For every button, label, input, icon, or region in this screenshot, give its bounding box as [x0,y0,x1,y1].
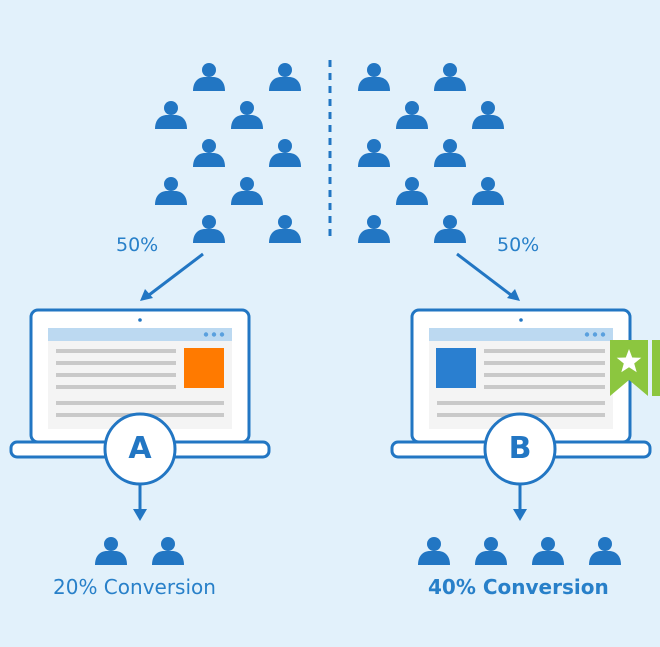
person-icon [418,537,450,565]
result-arrows [133,484,527,521]
person-icon [358,215,390,243]
audience-right [358,63,504,243]
arrow-left-head [140,289,153,301]
variant-a-conversion: 20% Conversion [53,575,216,599]
person-icon [472,177,504,205]
variant-a-accent-block [184,348,224,388]
person-icon [589,537,621,565]
split-arrows [140,252,520,301]
person-icon [193,63,225,91]
person-icon [193,139,225,167]
variant-b-letter: B [508,431,532,466]
arrow-right-head [507,289,520,301]
person-icon [396,177,428,205]
person-icon [155,177,187,205]
person-icon [532,537,564,565]
audience-left [155,63,301,243]
winner-badge [610,340,660,396]
person-icon [472,101,504,129]
variant-b-accent-block [436,348,476,388]
arrow-left [148,252,204,297]
person-icon [231,177,263,205]
person-icon [358,139,390,167]
person-icon [434,139,466,167]
person-icon [193,215,225,243]
person-icon [396,101,428,129]
person-icon [152,537,184,565]
person-icon [475,537,507,565]
arrow-right [456,252,512,297]
person-icon [434,215,466,243]
person-icon [358,63,390,91]
star-icon [616,349,642,373]
person-icon [434,63,466,91]
split-percent-right: 50% [497,234,540,256]
person-icon [269,215,301,243]
converted-users-a [95,537,184,565]
variant-b-conversion: 40% Conversion [428,575,609,599]
person-icon [269,63,301,91]
person-icon [155,101,187,129]
person-icon [95,537,127,565]
person-icon [231,101,263,129]
person-icon [269,139,301,167]
converted-users-b [418,537,621,565]
variant-a-letter: A [128,431,152,466]
split-percent-left: 50% [116,234,159,256]
